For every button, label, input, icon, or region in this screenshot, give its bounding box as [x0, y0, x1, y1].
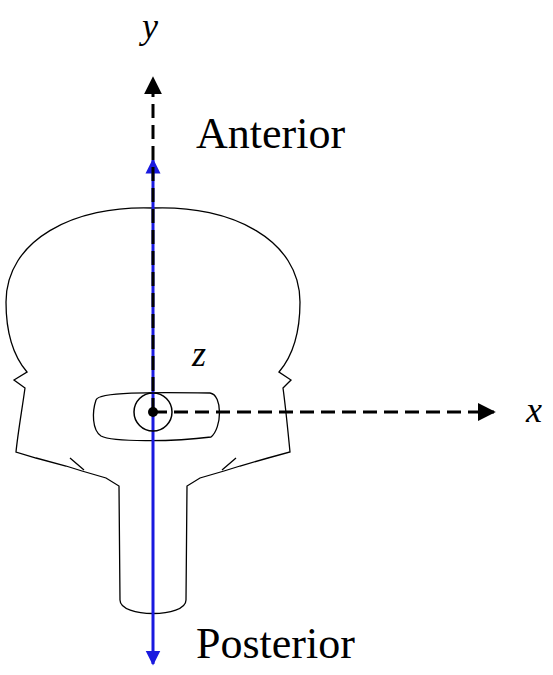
- axis-name: z: [192, 336, 206, 372]
- axis-name: y: [142, 8, 158, 44]
- y-axis: [152, 78, 155, 412]
- spinal-canal: [93, 393, 219, 441]
- direction-label: Posterior: [196, 622, 355, 666]
- axis-name: x: [526, 392, 542, 428]
- z-axis-circle: [134, 393, 172, 431]
- z-axis-dot: [148, 407, 158, 417]
- x-axis: [153, 411, 494, 414]
- direction-label: Anterior: [196, 112, 345, 156]
